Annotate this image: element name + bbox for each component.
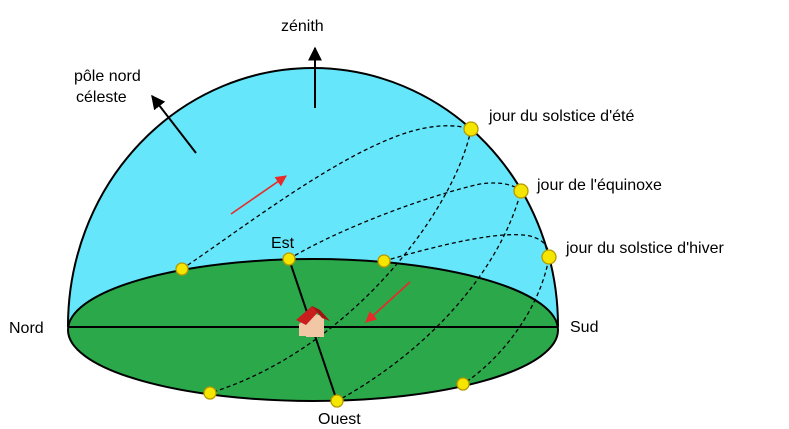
- label-pole-line2: céleste: [76, 89, 127, 106]
- label-west: Ouest: [318, 411, 361, 428]
- label-south: Sud: [570, 319, 598, 336]
- label-zenith: zénith: [281, 18, 324, 35]
- label-summer-solstice: jour du solstice d'été: [488, 108, 634, 125]
- label-winter-solstice: jour du solstice d'hiver: [565, 240, 724, 257]
- label-equinox: jour de l'équinoxe: [536, 177, 662, 194]
- sun-winter-sunrise: [377, 254, 391, 268]
- sun-equinox-sunset: [330, 394, 344, 408]
- equinox-path: [288, 182, 522, 402]
- sun-winter-noon: [541, 249, 557, 265]
- sun-summer-sunrise: [175, 262, 189, 276]
- sun-summer-noon: [463, 121, 479, 137]
- sky-dome: [66, 67, 560, 327]
- sun-equinox-noon: [513, 183, 529, 199]
- celestial-pole-arrow: [151, 94, 197, 154]
- label-pole-line1: pôle nord: [74, 68, 141, 85]
- sun-motion-arrow-lower: [365, 281, 411, 323]
- sun-summer-sunset: [203, 386, 217, 400]
- sun-motion-arrow-upper: [230, 175, 287, 215]
- label-north: Nord: [9, 320, 44, 337]
- sun-equinox-sunrise: [282, 252, 296, 266]
- house-icon: [296, 306, 330, 337]
- sun-winter-sunset: [456, 377, 470, 391]
- label-east: Est: [271, 235, 295, 252]
